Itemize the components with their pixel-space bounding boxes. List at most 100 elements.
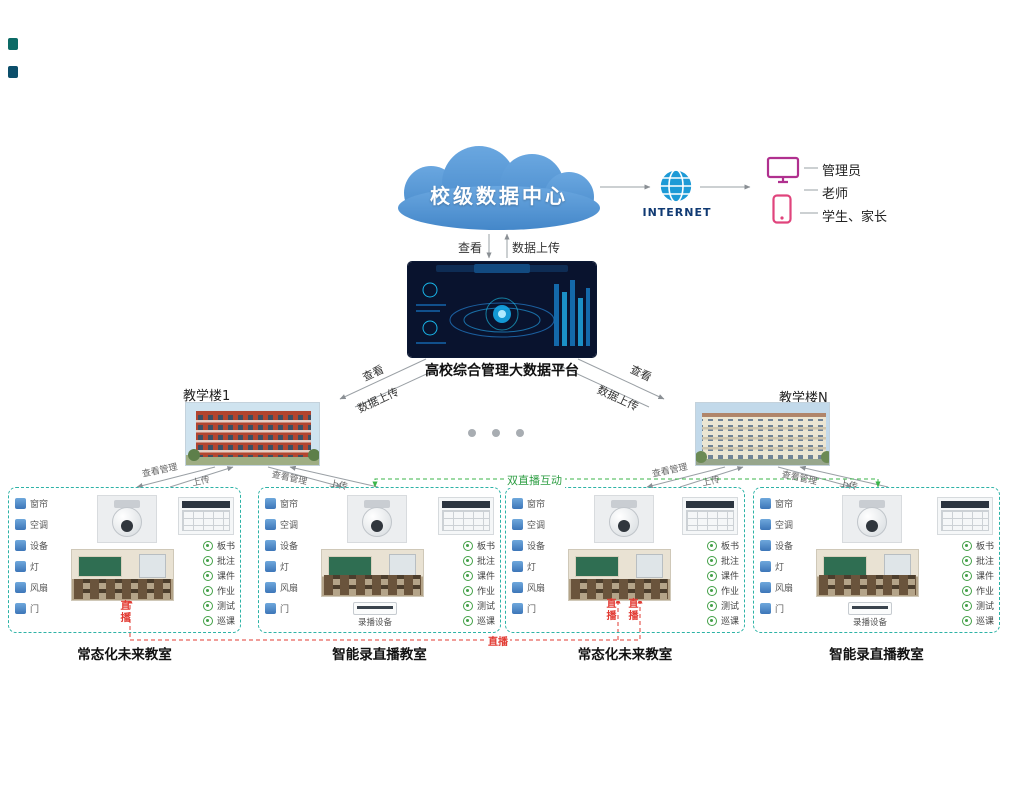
device-label: 空调 [30, 521, 49, 531]
corner-mark-icon [8, 38, 18, 50]
device-item: 风扇 [512, 581, 545, 594]
function-icon [202, 555, 213, 566]
function-icon [961, 555, 972, 566]
link-label-view-manage: 查看管理 [141, 462, 179, 480]
function-icon [706, 600, 717, 611]
curtain-icon [512, 498, 523, 509]
corner-mark-icon [8, 66, 18, 78]
device-label: 窗帘 [30, 500, 49, 510]
device-list: 窗帘 空调 设备 灯 风扇 门 [512, 497, 545, 615]
building-photo-n [695, 402, 830, 466]
function-item: 测试 [202, 600, 235, 612]
function-icon [462, 570, 473, 581]
fan-icon [15, 582, 26, 593]
classroom-photo [321, 549, 424, 597]
device-label: 灯 [280, 563, 290, 573]
cloud-label: 校级数据中心 [430, 184, 568, 208]
link-label-view: 查看 [360, 362, 386, 384]
function-item: 板书 [462, 540, 495, 552]
function-item: 作业 [462, 585, 495, 597]
function-icon [462, 600, 473, 611]
function-item: 作业 [961, 585, 994, 597]
door-icon [265, 603, 276, 614]
function-item: 作业 [706, 585, 739, 597]
function-item: 巡课 [961, 615, 994, 627]
function-item: 测试 [961, 600, 994, 612]
fan-icon [265, 582, 276, 593]
light-icon [512, 561, 523, 572]
device-item: 门 [760, 602, 793, 615]
device-item: 风扇 [15, 581, 48, 594]
dome-camera-photo [347, 495, 407, 543]
device-label: 灯 [30, 563, 40, 573]
recorder-device [353, 602, 397, 615]
function-item: 板书 [961, 540, 994, 552]
building-label-1: 教学楼1 [183, 389, 231, 404]
function-label: 测试 [720, 602, 739, 612]
internet-globe-icon [658, 168, 694, 204]
classroom-title: 常态化未来教室 [77, 647, 172, 663]
device-label: 门 [775, 605, 785, 615]
function-label: 课件 [216, 572, 235, 582]
function-label: 板书 [476, 542, 495, 552]
device-item: 设备 [265, 539, 298, 552]
function-list: 板书 批注 课件 作业 测试 巡课 [462, 540, 495, 627]
ellipsis-dots [468, 429, 524, 437]
device-item: 设备 [15, 539, 48, 552]
control-panel-photo [682, 497, 738, 535]
function-icon [706, 570, 717, 581]
device-label: 设备 [775, 542, 794, 552]
device-label: 门 [30, 605, 40, 615]
live-link-label: 直播 [626, 598, 637, 622]
device-item: 灯 [760, 560, 793, 573]
function-icon [961, 585, 972, 596]
function-item: 课件 [462, 570, 495, 582]
equipment-icon [512, 540, 523, 551]
function-item: 巡课 [202, 615, 235, 627]
classroom-title: 智能录直播教室 [829, 647, 924, 663]
device-label: 设备 [30, 542, 49, 552]
function-item: 批注 [961, 555, 994, 567]
classroom-box-recording-1: 窗帘 空调 设备 灯 风扇 门 录播设备 板书 批注 课件 作业 测试 巡课 [258, 487, 501, 633]
device-item: 灯 [15, 560, 48, 573]
function-icon [202, 600, 213, 611]
function-label: 板书 [216, 542, 235, 552]
function-label: 巡课 [975, 617, 994, 627]
link-label-upload: 数据上传 [355, 385, 401, 416]
function-label: 巡课 [216, 617, 235, 627]
link-label-view-manage: 查看管理 [270, 470, 308, 488]
device-item: 窗帘 [512, 497, 545, 510]
fan-icon [760, 582, 771, 593]
equipment-icon [265, 540, 276, 551]
function-label: 测试 [216, 602, 235, 612]
function-item: 巡课 [706, 615, 739, 627]
device-label: 空调 [527, 521, 546, 531]
function-label: 板书 [975, 542, 994, 552]
classroom-box-future-2: 窗帘 空调 设备 灯 风扇 门 板书 批注 课件 作业 测试 巡课 [505, 487, 745, 633]
function-label: 课件 [975, 572, 994, 582]
door-icon [512, 603, 523, 614]
function-item: 批注 [202, 555, 235, 567]
classroom-box-future-1: 窗帘 空调 设备 灯 风扇 门 板书 批注 课件 作业 测试 巡课 [8, 487, 241, 633]
function-label: 巡课 [720, 617, 739, 627]
function-label: 作业 [720, 587, 739, 597]
curtain-icon [15, 498, 26, 509]
device-label: 窗帘 [527, 500, 546, 510]
device-item: 窗帘 [760, 497, 793, 510]
device-label: 风扇 [775, 584, 794, 594]
control-panel-photo [438, 497, 494, 535]
function-icon [961, 600, 972, 611]
function-label: 课件 [476, 572, 495, 582]
live-link-label: 直播 [604, 598, 615, 622]
function-icon [462, 555, 473, 566]
equipment-icon [760, 540, 771, 551]
device-list: 窗帘 空调 设备 灯 风扇 门 [265, 497, 298, 615]
classroom-photo [568, 549, 671, 601]
function-label: 板书 [720, 542, 739, 552]
building-photo-1 [185, 402, 320, 466]
light-icon [15, 561, 26, 572]
function-item: 测试 [462, 600, 495, 612]
device-item: 门 [265, 602, 298, 615]
classroom-photo [816, 549, 919, 597]
